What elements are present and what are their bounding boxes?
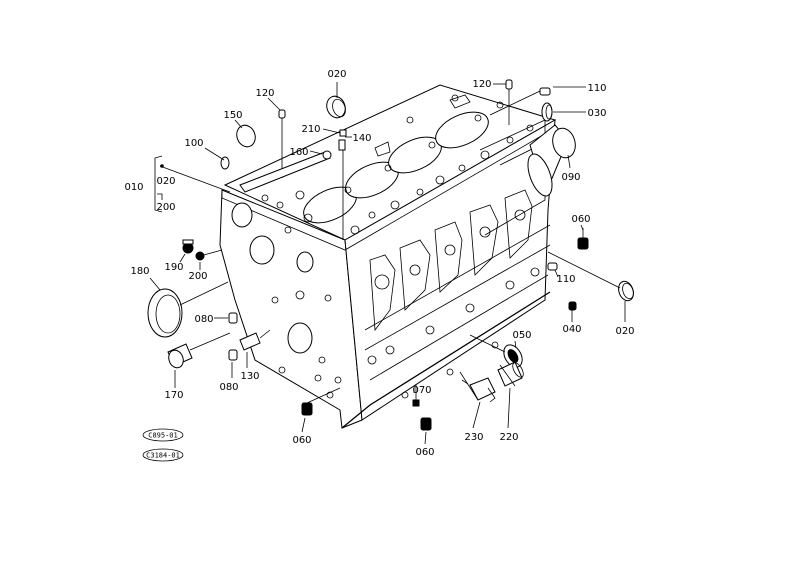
code-2: C3184-01 (146, 452, 180, 460)
label-110-mid: 110 (556, 274, 575, 285)
loose-parts (147, 79, 634, 431)
part-labels: 020 120 150 100 210 140 160 010 020 200 … (124, 69, 634, 458)
group-bracket (154, 155, 164, 213)
label-160: 160 (289, 147, 308, 158)
label-090: 090 (561, 172, 580, 183)
label-030: 030 (587, 108, 606, 119)
label-210: 210 (301, 124, 320, 135)
label-120-right: 120 (472, 79, 491, 90)
label-100: 100 (184, 138, 203, 149)
label-200-left: 200 (188, 271, 207, 282)
code-1: C895-01 (148, 432, 178, 440)
label-020-right: 020 (615, 326, 634, 337)
label-040: 040 (562, 324, 581, 335)
label-050: 050 (512, 330, 531, 341)
label-060-bl: 060 (292, 435, 311, 446)
label-130: 130 (240, 371, 259, 382)
label-060-bm: 060 (415, 447, 434, 458)
label-010: 010 (124, 182, 143, 193)
label-180: 180 (130, 266, 149, 277)
label-020-top: 020 (327, 69, 346, 80)
code-stamps: C895-01 C3184-01 (142, 428, 184, 462)
cylinder-block (219, 84, 569, 429)
code-stamp-2 (142, 448, 184, 462)
label-190: 190 (164, 262, 183, 273)
label-230: 230 (464, 432, 483, 443)
label-020-bracket: 020 (156, 176, 175, 187)
label-150: 150 (223, 110, 242, 121)
label-140: 140 (352, 133, 371, 144)
label-110-top: 110 (587, 83, 606, 94)
leader-lines (149, 82, 626, 445)
label-120-left: 120 (255, 88, 274, 99)
label-200-bracket: 200 (156, 202, 175, 213)
label-080-b: 080 (219, 382, 238, 393)
label-060-right: 060 (571, 214, 590, 225)
label-220: 220 (499, 432, 518, 443)
code-stamp-1 (142, 428, 184, 442)
label-080-a: 080 (194, 314, 213, 325)
label-070: 070 (412, 385, 431, 396)
label-170: 170 (164, 390, 183, 401)
